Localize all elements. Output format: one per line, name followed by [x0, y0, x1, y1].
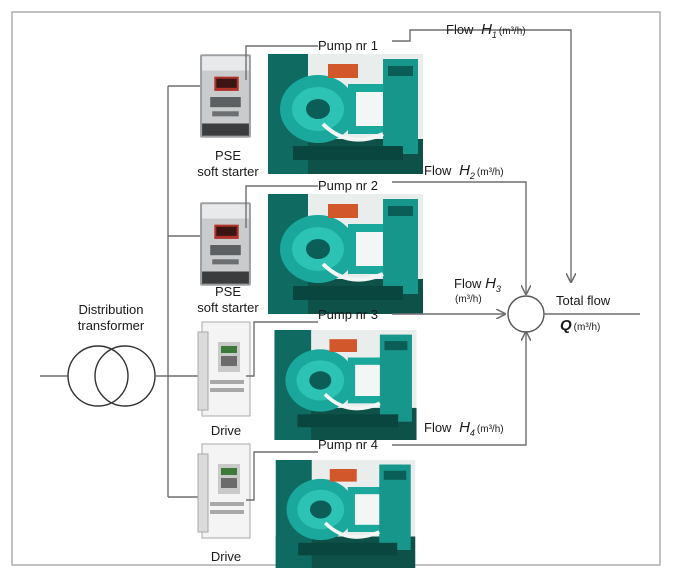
drive-2	[198, 444, 250, 538]
starter-2-label-line1: PSE	[215, 284, 241, 299]
summing-junction	[508, 296, 544, 332]
pump-2-photo	[268, 194, 423, 314]
drive-1-label: Drive	[211, 423, 241, 438]
pump-4-label: Pump nr 4	[318, 437, 378, 452]
flow-label-3-unit: (m³/h)	[455, 294, 482, 305]
drive-1	[198, 322, 250, 416]
transformer-label-line1: Distribution	[78, 302, 143, 317]
transformer-label-line2: transformer	[78, 318, 145, 333]
total-flow-label: Total flow	[556, 293, 611, 308]
pump-2-label: Pump nr 2	[318, 178, 378, 193]
drive-2-label: Drive	[211, 549, 241, 564]
starter-2-label-line2: soft starter	[197, 300, 259, 315]
pump-1-label: Pump nr 1	[318, 38, 378, 53]
pump-3-photo	[274, 330, 416, 440]
pump-1-photo	[268, 54, 423, 174]
starter-1-label-line1: PSE	[215, 148, 241, 163]
soft-starter-1	[200, 54, 251, 137]
pump-3-label: Pump nr 3	[318, 307, 378, 322]
starter-1-label-line2: soft starter	[197, 164, 259, 179]
pump-4-photo	[276, 460, 416, 568]
soft-starter-2	[200, 202, 251, 285]
